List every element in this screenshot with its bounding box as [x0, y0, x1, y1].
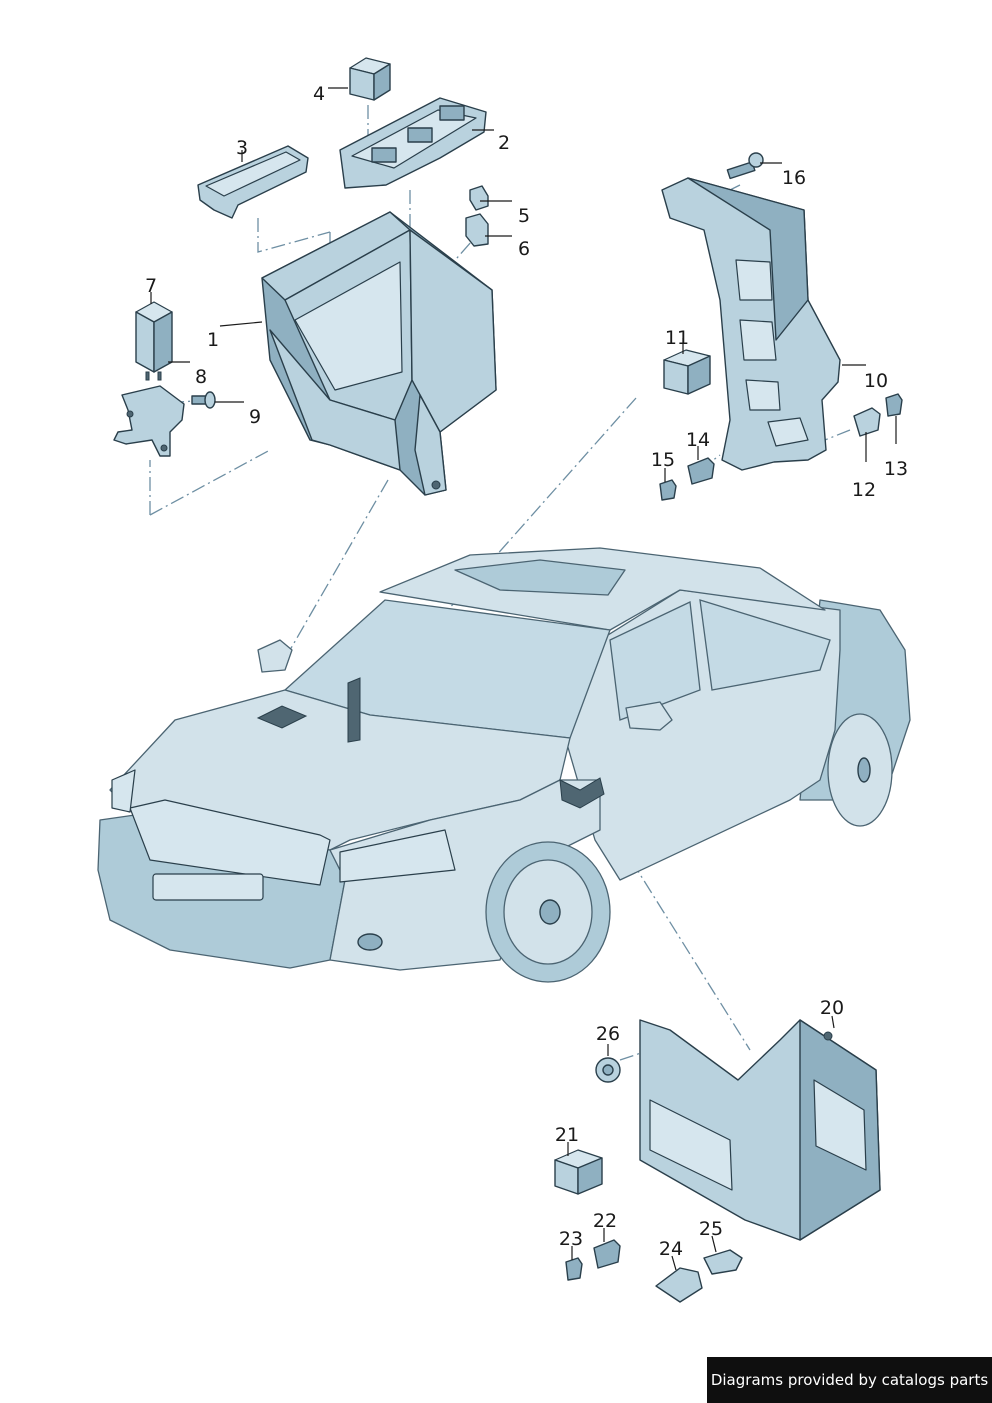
callout-leaders — [150, 87, 897, 1271]
callout-20: 20 — [820, 997, 844, 1019]
nut-26 — [595, 1057, 621, 1083]
callout-16: 16 — [782, 167, 806, 189]
relay-7 — [135, 301, 173, 381]
callout-labels: 1 2 3 4 5 6 7 8 9 10 11 12 13 14 15 16 2… — [145, 83, 908, 1260]
callout-2: 2 — [498, 132, 510, 154]
relay-4 — [349, 57, 391, 101]
callout-5: 5 — [518, 205, 530, 227]
holder-25 — [703, 1249, 743, 1275]
relay-bracket — [113, 385, 185, 457]
relay-box-housing — [261, 211, 497, 496]
callout-8: 8 — [195, 366, 207, 388]
callout-23: 23 — [559, 1228, 583, 1250]
fuse-13 — [885, 393, 903, 417]
relay-carrier-strip — [339, 97, 487, 189]
relay-11 — [663, 349, 711, 395]
callout-21: 21 — [555, 1124, 579, 1146]
callout-25: 25 — [699, 1218, 723, 1240]
callout-6: 6 — [518, 238, 530, 260]
callout-24: 24 — [659, 1238, 683, 1260]
credit-text: Diagrams provided by catalogs parts — [710, 1371, 989, 1389]
bolt-9 — [191, 391, 216, 409]
callout-3: 3 — [236, 137, 248, 159]
callout-26: 26 — [596, 1023, 620, 1045]
callout-4: 4 — [313, 83, 325, 105]
holder-24 — [655, 1267, 703, 1303]
callout-12: 12 — [852, 479, 876, 501]
callout-7: 7 — [145, 275, 157, 297]
fuse-carrier — [197, 145, 309, 219]
fuse-22 — [593, 1239, 621, 1269]
car-illustration — [97, 547, 911, 983]
callout-13: 13 — [884, 458, 908, 480]
callout-15: 15 — [651, 449, 675, 471]
fuse-holder-6 — [465, 213, 489, 247]
fuse-12 — [853, 407, 881, 437]
callout-10: 10 — [864, 370, 888, 392]
callout-9: 9 — [249, 406, 261, 428]
lower-relay-plate — [639, 1019, 881, 1241]
relay-21 — [554, 1149, 603, 1195]
relay-plate-bracket — [661, 177, 841, 471]
callout-14: 14 — [686, 429, 710, 451]
bolt-16 — [726, 152, 764, 180]
fuse-15 — [659, 479, 677, 501]
fuse-23 — [565, 1257, 583, 1281]
fuse-14 — [687, 457, 715, 485]
callout-1: 1 — [207, 329, 219, 351]
callout-11: 11 — [665, 327, 689, 349]
credit-banner: Diagrams provided by catalogs parts — [707, 1357, 992, 1403]
callout-22: 22 — [593, 1210, 617, 1232]
fuse-holder-5 — [469, 185, 489, 211]
